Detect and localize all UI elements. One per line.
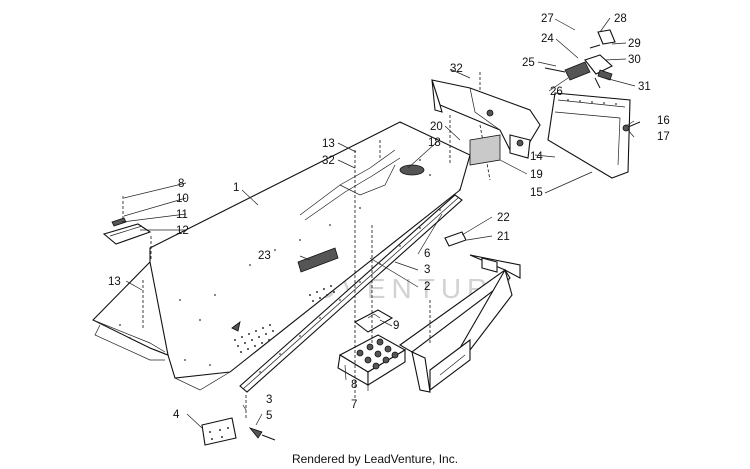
callout-10: 10	[176, 193, 189, 205]
side-bracket	[444, 231, 467, 247]
snow-flap	[547, 92, 631, 179]
callout-13: 13	[108, 276, 121, 288]
callout-3: 3	[266, 394, 272, 406]
callout-21: 21	[497, 231, 510, 243]
callout-2: 2	[424, 281, 430, 293]
callout-9: 9	[393, 320, 399, 332]
callout-28: 28	[614, 13, 627, 25]
callout-32: 32	[322, 155, 335, 167]
callout-26: 26	[550, 86, 563, 98]
callout-7: 7	[351, 399, 357, 411]
callout-12: 12	[176, 225, 189, 237]
callout-5: 5	[266, 410, 272, 422]
callout-31: 31	[638, 81, 651, 93]
callout-20: 20	[430, 121, 443, 133]
callout-22: 22	[497, 212, 510, 224]
callout-8: 8	[351, 379, 357, 391]
callout-19: 19	[530, 169, 543, 181]
callout-15: 15	[530, 187, 543, 199]
callout-24: 24	[541, 33, 554, 45]
screw-5	[248, 427, 276, 441]
render-credit-footer: Rendered by LeadVenture, Inc.	[291, 452, 459, 466]
callout-16: 16	[657, 115, 670, 127]
callout-1: 1	[233, 182, 239, 194]
callout-23: 23	[258, 250, 271, 262]
flap-bolt	[622, 121, 641, 132]
tunnel-panel	[92, 121, 471, 391]
callout-3: 3	[424, 264, 430, 276]
clip-assembly	[102, 217, 152, 245]
callout-27: 27	[541, 13, 554, 25]
small-bracket-plate	[353, 309, 394, 333]
callout-labels: 1 2 3 3 4 5 6 7 8 8 9 10 11 12 13 13 14 …	[108, 13, 670, 422]
callout-25: 25	[522, 57, 535, 69]
callout-4: 4	[173, 409, 180, 421]
callout-29: 29	[628, 38, 641, 50]
callout-30: 30	[628, 54, 641, 66]
hitch-latch	[544, 29, 616, 89]
mounting-plate	[201, 417, 237, 446]
rear-hitch-bracket	[431, 79, 541, 181]
callout-32: 32	[450, 63, 463, 75]
callout-18: 18	[428, 137, 441, 149]
perforated-bracket	[337, 334, 407, 386]
callout-11: 11	[176, 209, 188, 221]
callout-8: 8	[178, 178, 184, 190]
rear-bumper-frame	[398, 254, 521, 393]
callout-17: 17	[657, 131, 670, 143]
callout-13: 13	[322, 138, 335, 150]
fastener-lines	[122, 72, 481, 420]
leader-lines	[121, 17, 636, 429]
callout-14: 14	[530, 151, 543, 163]
callout-6: 6	[424, 248, 430, 260]
rail-strip	[239, 194, 463, 393]
